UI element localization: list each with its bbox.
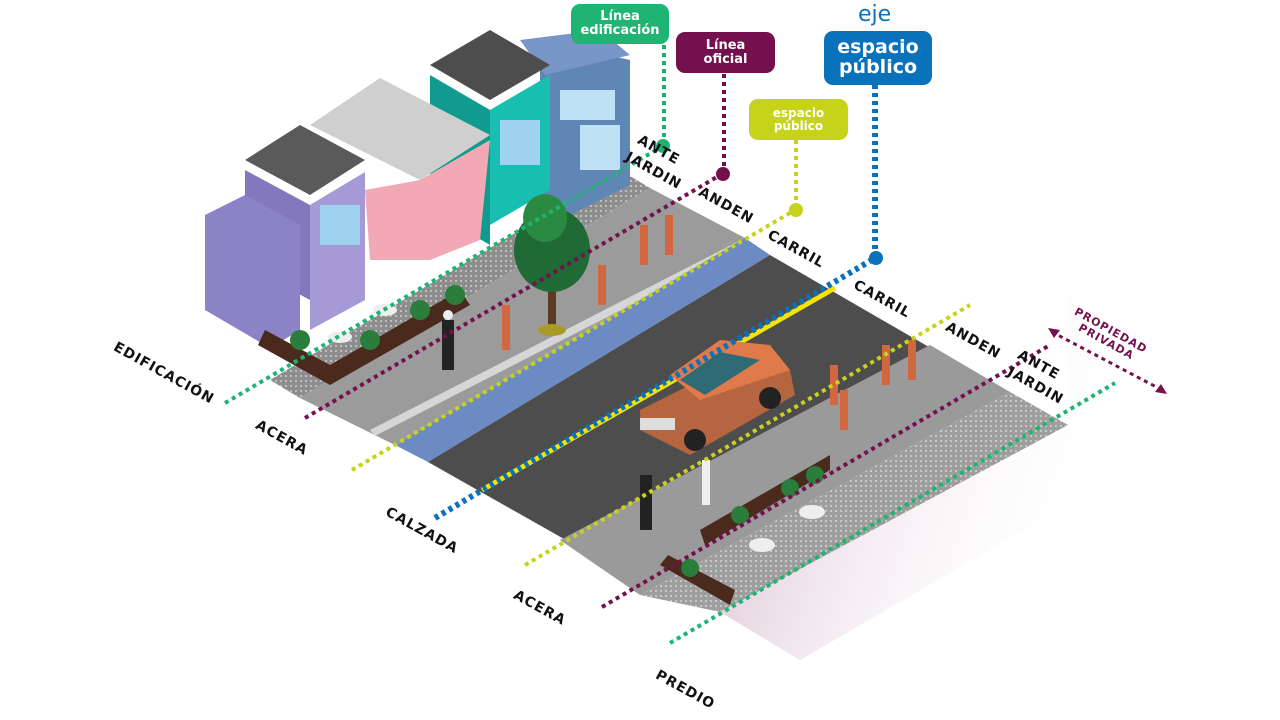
bike-lane (395, 238, 770, 462)
left-sidewalk (300, 188, 745, 445)
marker-dot-espacio (789, 203, 803, 217)
line-espacio-publico-right (523, 303, 972, 567)
callout-linea-oficial: Línea oficial (676, 32, 775, 73)
arrow-head-icon (1155, 384, 1167, 394)
line-eje-center (433, 255, 877, 521)
tree (514, 194, 590, 336)
line-oficial-left (303, 172, 724, 420)
planters (258, 285, 830, 605)
line-oficial-right (600, 343, 1052, 609)
pedestrians (442, 215, 916, 530)
arrow-head-icon (1048, 328, 1060, 338)
private-property-area (720, 290, 1145, 660)
marker-dot-oficial (716, 167, 730, 181)
car (640, 340, 795, 455)
callout-eje-espacio-publico: espacio público (824, 31, 932, 85)
line-espacio-publico-left (350, 208, 797, 472)
line-edificacion-right (668, 381, 1117, 645)
callout-eje-prefix: eje (858, 2, 892, 27)
left-curb (370, 238, 750, 436)
marker-dot-eje (869, 251, 883, 265)
right-sidewalk (560, 345, 1010, 595)
right-front-garden (640, 392, 1068, 612)
callout-espacio-publico: espacio público (749, 99, 848, 140)
buildings (205, 30, 630, 348)
callout-linea-edificacion: Línea edificación (571, 4, 669, 44)
marker-dot-edificacion (656, 139, 670, 153)
